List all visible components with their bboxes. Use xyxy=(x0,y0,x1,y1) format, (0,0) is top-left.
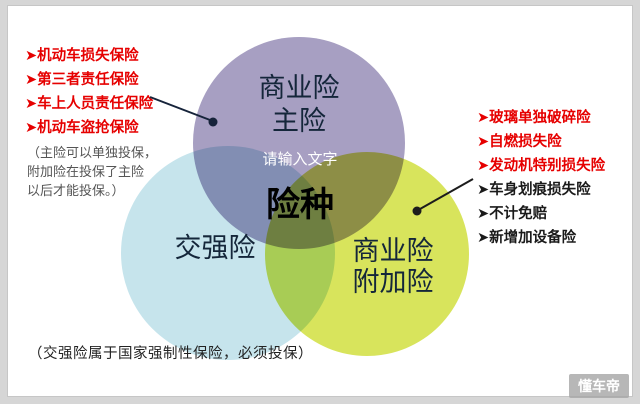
list-item: ➤不计免赔 xyxy=(477,206,548,222)
main-insurance-note: （主险可以单独投保， 附加险在投保了主险 以后才能投保。） xyxy=(27,143,187,200)
label-commercial-main: 商业险 主险 xyxy=(219,72,379,138)
additional-insurance-list: ➤玻璃单独破碎险 ➤自燃损失险 ➤发动机特别损失险 ➤车身划痕损失险 ➤不计免赔… xyxy=(477,106,605,250)
list-item: ➤机动车损失保险 xyxy=(25,48,139,64)
list-item: ➤新增加设备险 xyxy=(477,230,577,246)
note-line: （主险可以单独投保， xyxy=(27,145,158,160)
label-commercial-additional-line1: 商业险 xyxy=(352,236,434,266)
list-item: ➤玻璃单独破碎险 xyxy=(477,110,591,126)
list-item: ➤机动车盗抢保险 xyxy=(25,120,139,136)
list-item: ➤车上人员责任保险 xyxy=(25,96,154,112)
note-line: 附加险在投保了主险 xyxy=(27,164,145,179)
label-commercial-main-line1: 商业险 xyxy=(258,73,340,103)
list-item: ➤车身划痕损失险 xyxy=(477,182,591,198)
main-insurance-list: ➤机动车损失保险 ➤第三者责任保险 ➤车上人员责任保险 ➤机动车盗抢保险 xyxy=(25,44,153,140)
center-title: 险种 xyxy=(266,186,334,224)
note-line: 以后才能投保。） xyxy=(27,183,125,198)
list-item: ➤自燃损失险 xyxy=(477,134,562,150)
footer-note: （交强险属于国家强制性保险，必须投保） xyxy=(28,346,313,362)
center-placeholder-text: 请输入文字 xyxy=(262,151,338,168)
label-compulsory: 交强险 xyxy=(174,233,256,263)
list-item: ➤发动机特别损失险 xyxy=(477,158,606,174)
watermark-dongchedi: 懂车帝 xyxy=(569,374,629,398)
label-commercial-additional-line2: 附加险 xyxy=(352,267,434,297)
label-commercial-additional: 商业险 附加险 xyxy=(327,236,459,298)
label-commercial-main-line2: 主险 xyxy=(272,106,326,136)
list-item: ➤第三者责任保险 xyxy=(25,72,139,88)
